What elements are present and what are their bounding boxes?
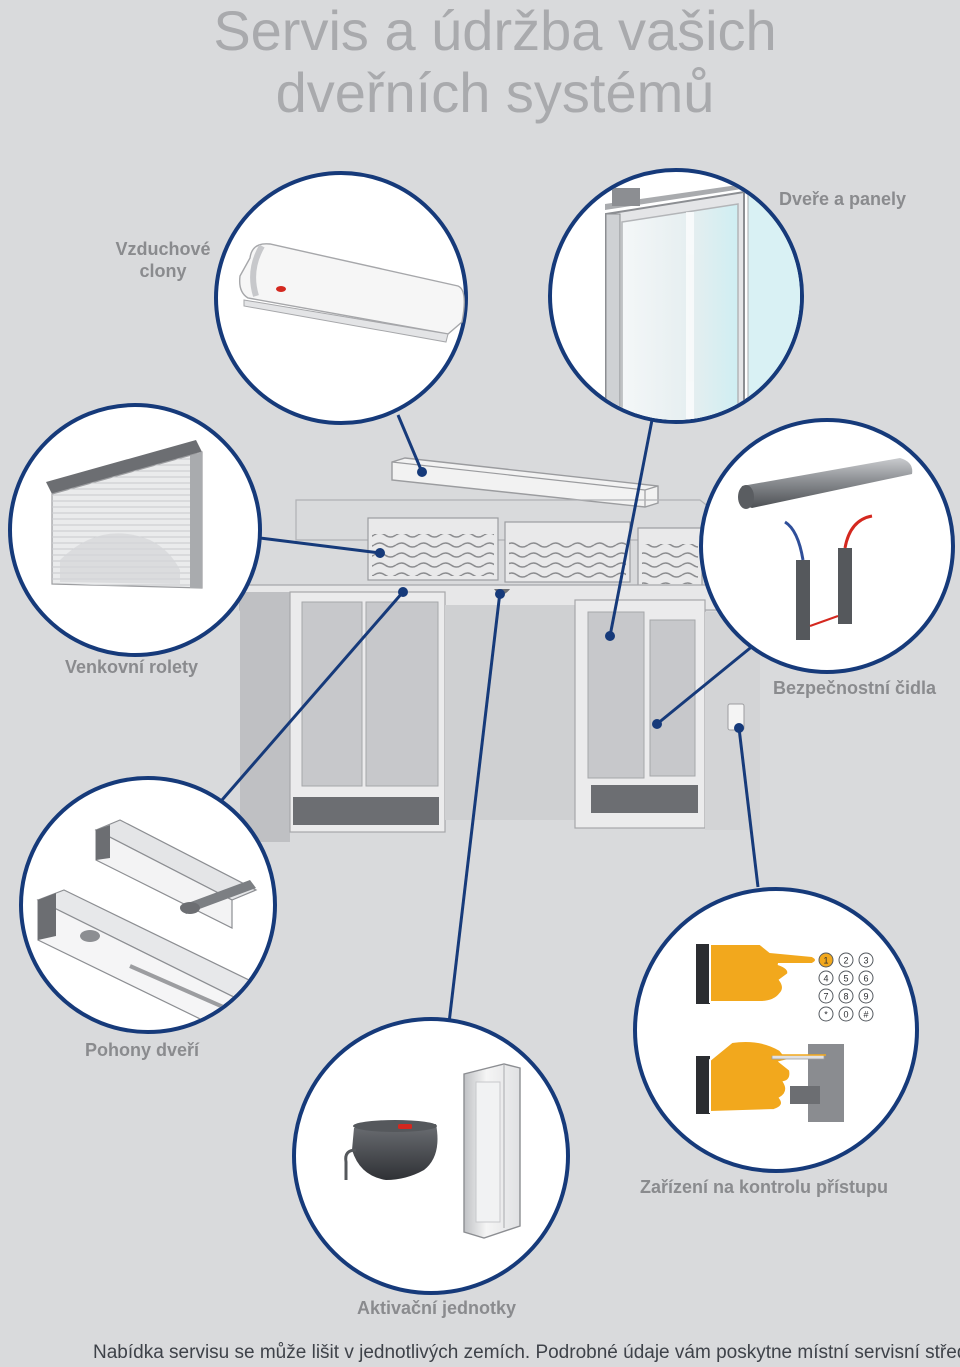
keypad-key-label: 3	[863, 956, 868, 966]
title-line-2: dveřních systémů	[275, 61, 715, 124]
footer-note: Nabídka servisu se může lišit v jednotli…	[93, 1342, 960, 1363]
keypad-key-label: *	[824, 1010, 828, 1020]
sensors-circle	[699, 418, 955, 674]
keypad-key-0: 1	[818, 952, 834, 968]
label-air-curtain: Vzduchové clony	[100, 238, 226, 282]
label-sensors: Bezpečnostní čidla	[773, 678, 937, 698]
keypad-key-5: 6	[858, 970, 874, 986]
keypad: 1 2 3 4 5 6 7 8 9 * 0 #	[818, 952, 874, 1022]
keypad-key-6: 7	[818, 988, 834, 1004]
air-curtain-circle	[214, 171, 468, 425]
doors-panels-circle	[548, 168, 804, 424]
keypad-key-10: 0	[838, 1006, 854, 1022]
label-activation-units: Aktivační jednotky	[357, 1298, 517, 1318]
keypad-key-label: 2	[843, 956, 848, 966]
keypad-key-label: 9	[863, 992, 868, 1002]
label-access-control: Zařízení na kontrolu přístupu	[640, 1177, 889, 1197]
keypad-key-9: *	[818, 1006, 834, 1022]
connector-lines	[220, 414, 761, 1024]
keypad-key-label: 6	[863, 974, 868, 984]
keypad-key-label: 7	[823, 992, 828, 1002]
label-air-curtain-line-2: clony	[139, 261, 187, 281]
keypad-key-2: 3	[858, 952, 874, 968]
title-line-1: Servis a údržba vašich	[213, 0, 777, 62]
keypad-key-label: #	[863, 1010, 868, 1020]
keypad-key-label: 8	[843, 992, 848, 1002]
keypad-key-label: 5	[843, 974, 848, 984]
keypad-key-3: 4	[818, 970, 834, 986]
activation-units-circle	[292, 1017, 570, 1295]
label-drives: Pohony dveří	[85, 1040, 200, 1060]
label-rollers: Venkovní rolety	[65, 657, 199, 677]
keypad-key-label: 4	[823, 974, 828, 984]
keypad-key-11: #	[858, 1006, 874, 1022]
rollers-circle	[8, 403, 262, 657]
label-doors-panels: Dveře a panely	[779, 189, 907, 209]
keypad-key-1: 2	[838, 952, 854, 968]
keypad-key-label: 1	[823, 956, 828, 966]
access-control-circle	[633, 887, 919, 1173]
storefront-illustration	[239, 457, 761, 842]
drives-circle	[19, 776, 277, 1034]
keypad-key-label: 0	[843, 1010, 848, 1020]
keypad-key-8: 9	[858, 988, 874, 1004]
page-title: Servis a údržba vašich dveřních systémů	[0, 0, 960, 124]
connector-dots	[375, 467, 744, 733]
keypad-key-4: 5	[838, 970, 854, 986]
label-air-curtain-line-1: Vzduchové	[115, 239, 211, 259]
keypad-key-7: 8	[838, 988, 854, 1004]
